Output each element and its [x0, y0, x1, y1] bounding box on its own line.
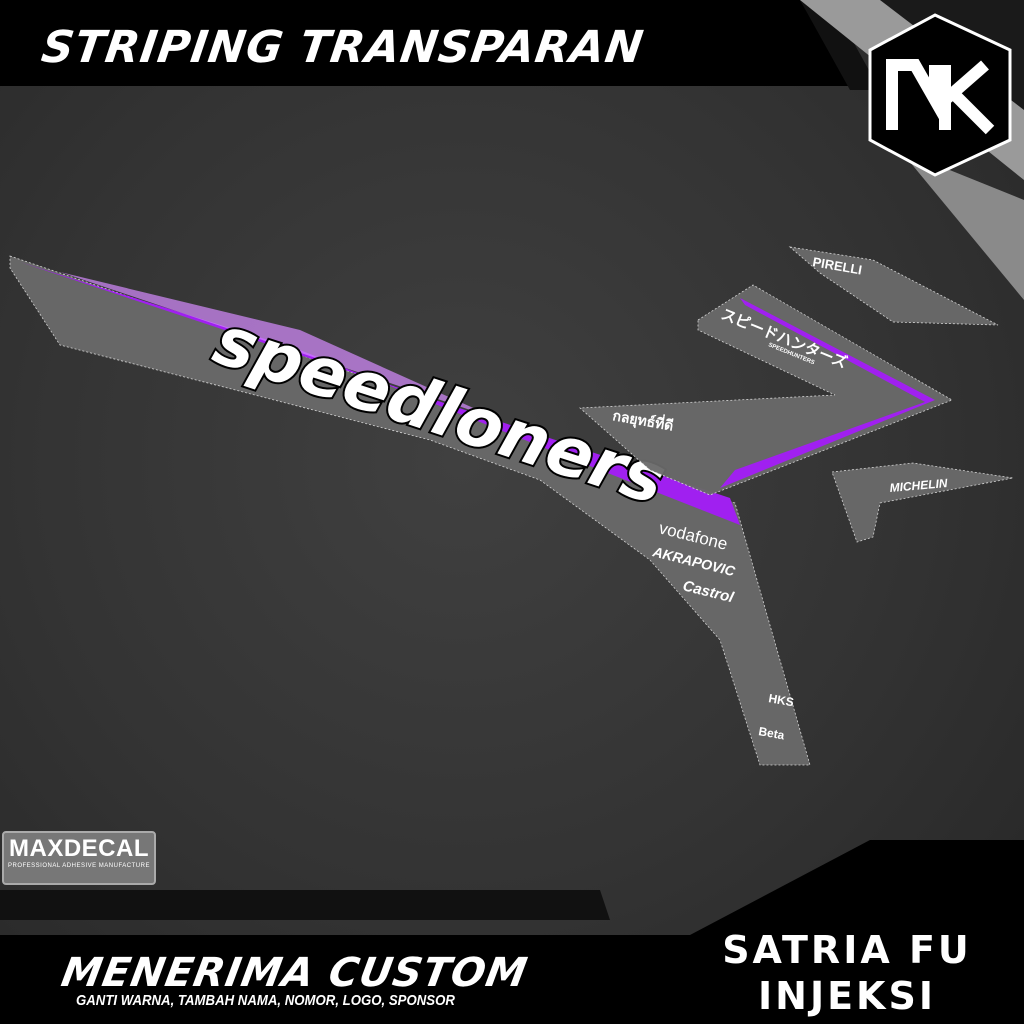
- maxdecal-logo: MAXDECAL PROFESSIONAL ADHESIVE MANUFACTU…: [2, 831, 156, 885]
- z-purple-stripe: [720, 298, 935, 488]
- bottom-banner: [0, 840, 1024, 1024]
- maxdecal-name: MAXDECAL: [9, 835, 149, 862]
- pirelli-decal-panel: [788, 246, 999, 326]
- beta-logo: Beta: [757, 724, 785, 742]
- michelin-decal-panel: [831, 462, 1014, 543]
- custom-headline: MENERIMA CUSTOM: [57, 950, 532, 996]
- custom-tagline: GANTI WARNA, TAMBAH NAMA, NOMOR, LOGO, S…: [76, 992, 455, 1009]
- nk-logo: [868, 13, 1012, 177]
- top-banner: [0, 0, 850, 86]
- top-banner-edge: [800, 0, 880, 90]
- z-decal-panel: [579, 284, 953, 496]
- main-purple-highlight: [60, 272, 500, 420]
- hks-logo: HKS: [767, 691, 794, 709]
- model-line-2: INJEKSI: [758, 974, 936, 1018]
- page-title: STRIPING TRANSPARAN: [38, 22, 647, 73]
- corner-stripe-light: [900, 150, 1024, 300]
- bottom-dark-band: [0, 890, 610, 920]
- maxdecal-sub: PROFESSIONAL ADHESIVE MANUFACTURE: [8, 863, 150, 869]
- main-decal-panel: [9, 255, 811, 766]
- michelin-logo: MICHELIN: [889, 476, 948, 495]
- model-line-1: SATRIA FU: [722, 928, 972, 972]
